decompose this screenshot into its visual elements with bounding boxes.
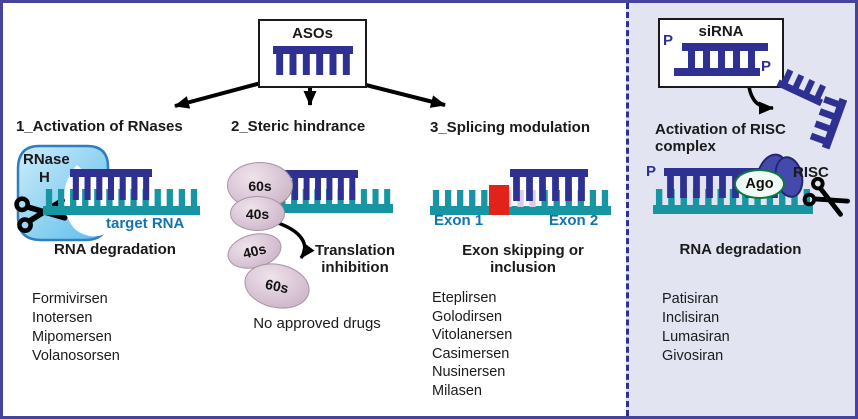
aso-box-label: ASOs bbox=[292, 25, 333, 42]
ribosome-60s-label: 60s bbox=[248, 177, 272, 194]
risc-activation-line2: complex bbox=[655, 138, 716, 156]
drug-name: Eteplirsen bbox=[432, 290, 497, 306]
ribosome-60s-label: 60s bbox=[263, 275, 291, 297]
aso-strand-icon bbox=[510, 169, 588, 201]
drug-name: Inclisiran bbox=[662, 310, 720, 326]
drug-name: Lumasiran bbox=[662, 329, 730, 345]
arrow-to-splicing bbox=[357, 81, 446, 108]
sirna-box: siRNA P P bbox=[658, 18, 784, 88]
phosphate-strand-label: P bbox=[646, 163, 657, 180]
exon2-label: Exon 2 bbox=[549, 212, 599, 229]
steric-outcome: Translation inhibition bbox=[300, 242, 410, 277]
sirna-guide-strand-icon bbox=[776, 66, 830, 107]
aso-box: ASOs bbox=[258, 19, 367, 88]
ago-label: Ago bbox=[745, 176, 774, 192]
drug-name: Givosiran bbox=[662, 348, 724, 364]
ribosome-40s-label: 40s bbox=[241, 240, 268, 262]
steric-note: No approved drugs bbox=[253, 315, 381, 332]
sirna-outcome: RNA degradation bbox=[679, 241, 802, 258]
target-rna-label: target RNA bbox=[106, 215, 185, 232]
steric-outcome-line2: inhibition bbox=[321, 259, 389, 277]
drug-name: Volanosorsen bbox=[32, 348, 120, 364]
scissors-icon bbox=[796, 172, 855, 231]
steric-outcome-line1: Translation bbox=[314, 242, 396, 259]
drug-name: Golodirsen bbox=[432, 308, 503, 325]
ago-protein: Ago bbox=[734, 169, 785, 199]
splicing-outcome-line2: inclusion bbox=[490, 259, 556, 277]
section-heading-steric: 2_Steric hindrance bbox=[231, 118, 366, 135]
rnase-label: RNase bbox=[23, 151, 70, 168]
phosphate-bottom-label: P bbox=[761, 58, 772, 75]
section-heading-activation: 1_Activation of RNases bbox=[16, 118, 183, 135]
sirna-passenger-strand-icon bbox=[807, 92, 848, 150]
phosphate-top-label: P bbox=[663, 32, 674, 49]
ribosome-40s-label: 40s bbox=[245, 205, 270, 222]
sirna-box-label: siRNA bbox=[698, 23, 744, 40]
splicing-outcome: Exon skipping or inclusion bbox=[443, 242, 603, 277]
activation-drug-list: Formivirsen Inotersen Mipomersen Volanos… bbox=[32, 290, 120, 366]
ribosome-40s: 40s bbox=[230, 196, 285, 231]
rnase-h-label: H bbox=[39, 169, 50, 186]
splicing-outcome-line1: Exon skipping or bbox=[462, 242, 584, 259]
risc-label: RISC bbox=[793, 164, 829, 181]
risc-activation-heading: Activation of RISC complex bbox=[655, 121, 786, 156]
aso-strand-icon bbox=[70, 169, 152, 200]
exon-junction-block-icon bbox=[489, 185, 509, 215]
exon1-label: Exon 1 bbox=[434, 212, 484, 229]
drug-name: Patisiran bbox=[662, 291, 719, 307]
splicing-drug-list: Eteplirsen Golodirsen Vitolanersen Casim… bbox=[432, 289, 512, 400]
activation-outcome: RNA degradation bbox=[54, 241, 176, 258]
section-heading-splicing: 3_Splicing modulation bbox=[430, 119, 591, 136]
arrow-to-activation bbox=[174, 81, 262, 109]
drug-name: Formivirsen bbox=[32, 291, 108, 307]
drug-name: Casimersen bbox=[432, 345, 510, 362]
risc-activation-line1: Activation of RISC bbox=[655, 121, 786, 138]
drug-name: Mipomersen bbox=[32, 329, 112, 345]
drug-name: Vitolanersen bbox=[432, 327, 513, 343]
sirna-duplex-icon bbox=[674, 43, 768, 76]
drug-name: Milasen bbox=[432, 382, 482, 399]
aso-strand-icon bbox=[273, 46, 353, 75]
sirna-drug-list: Patisiran Inclisiran Lumasiran Givosiran bbox=[662, 290, 730, 366]
drug-name: Nusinersen bbox=[432, 364, 506, 380]
drug-name: Inotersen bbox=[32, 310, 93, 326]
